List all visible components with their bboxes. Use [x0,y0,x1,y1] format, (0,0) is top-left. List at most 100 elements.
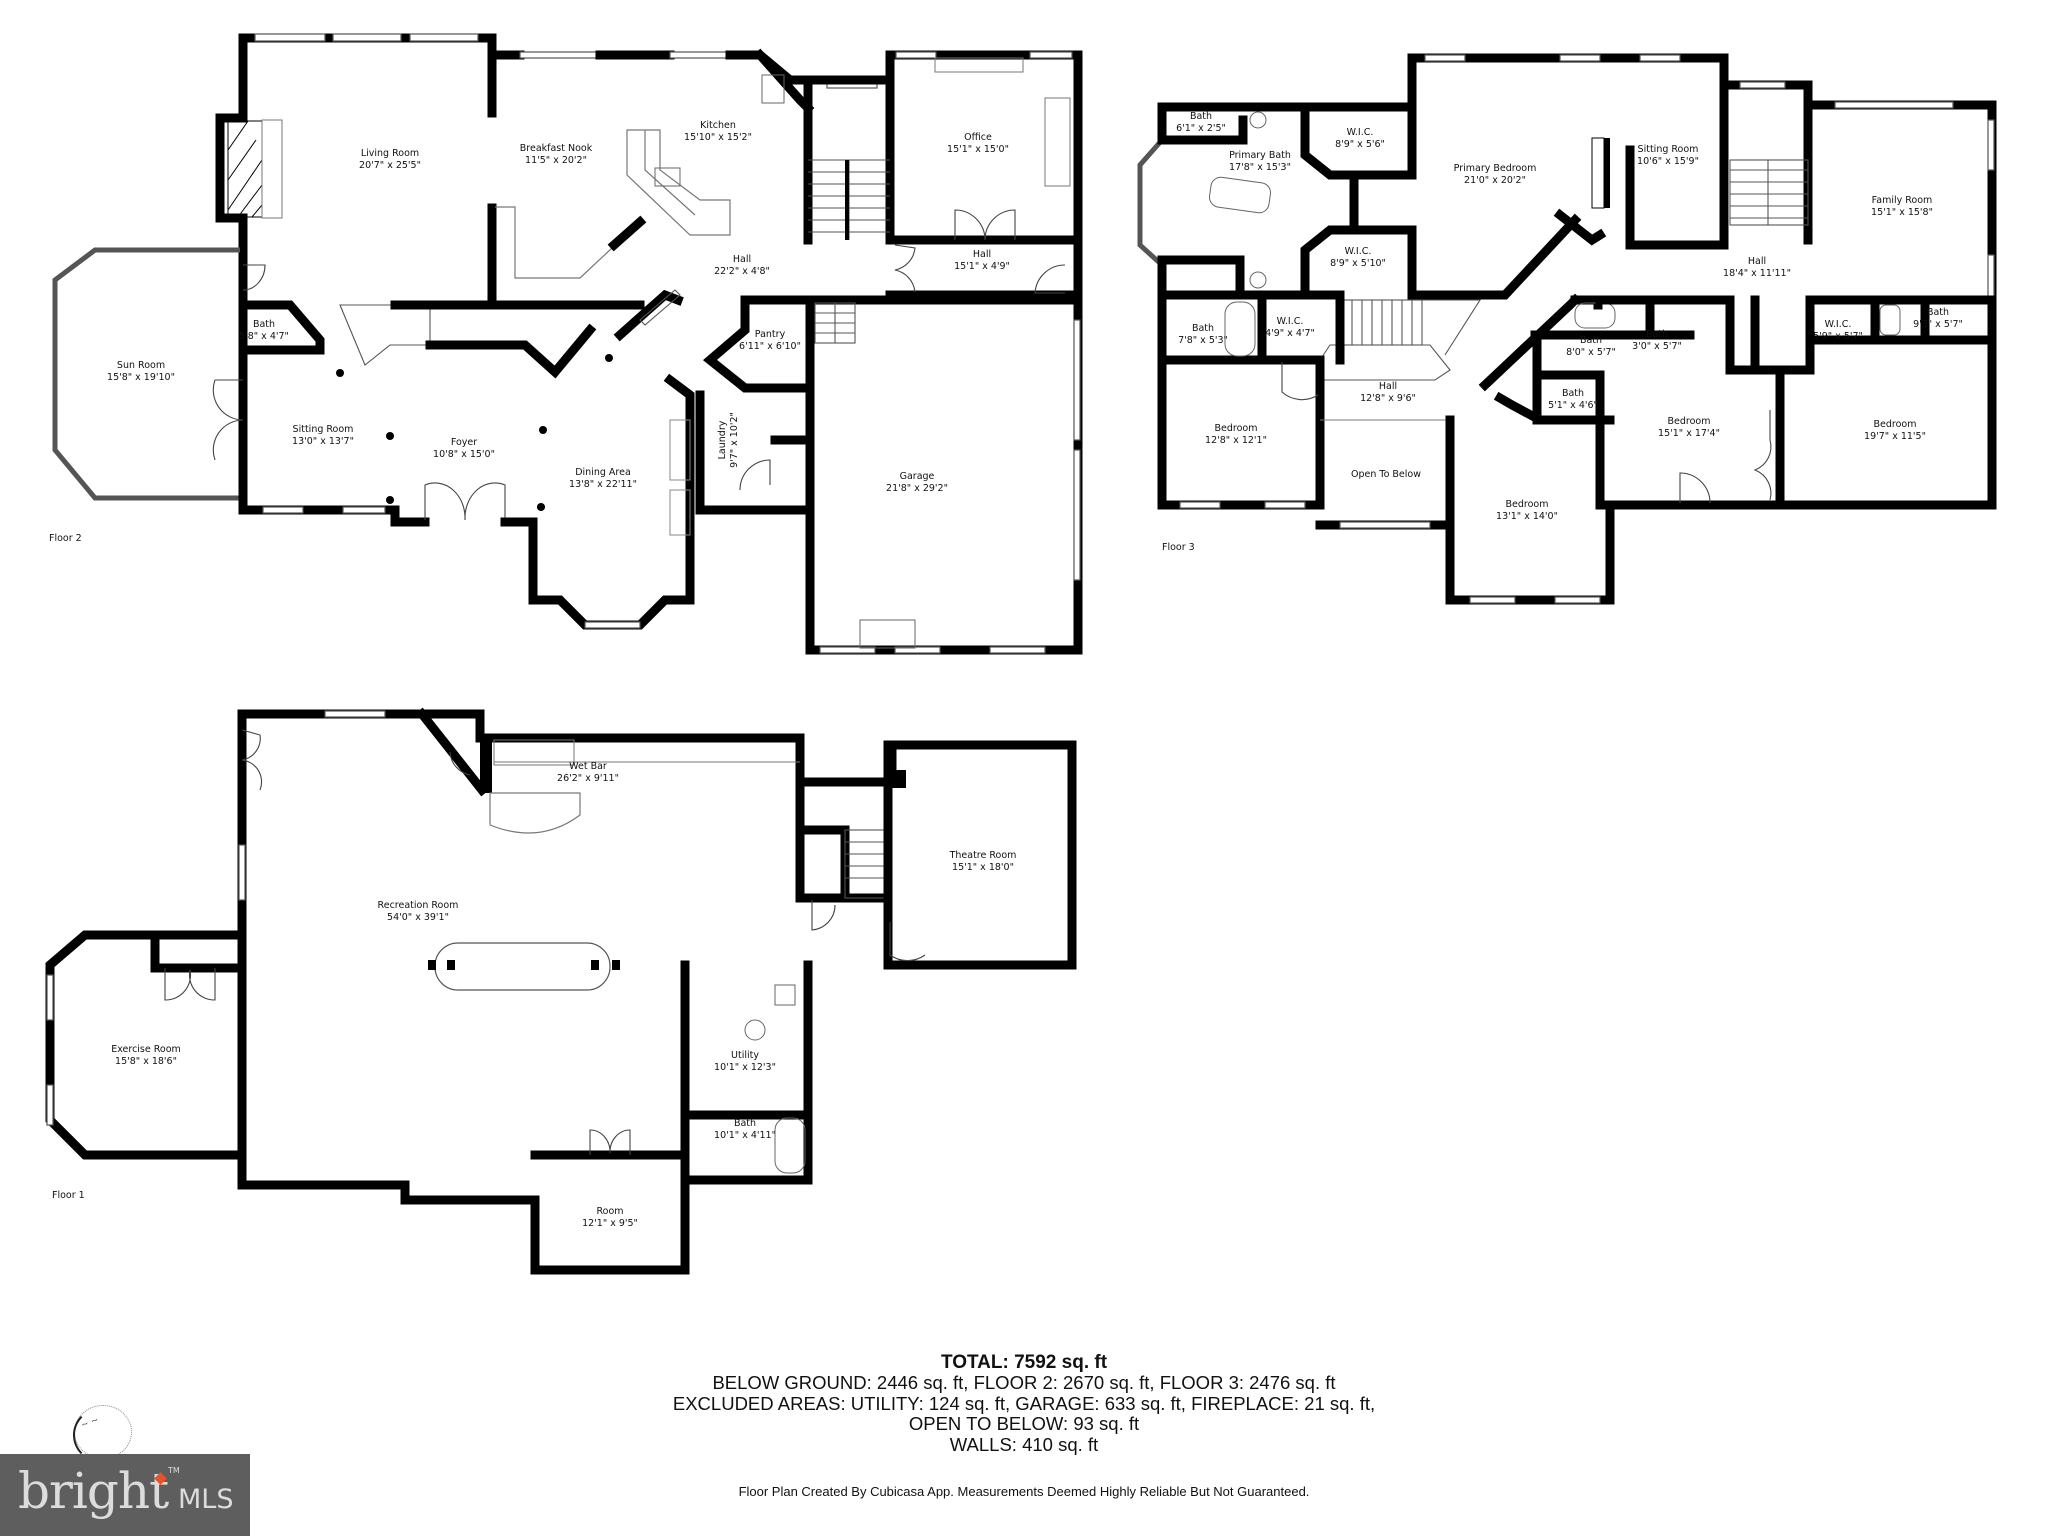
room-name: Laundry [717,420,728,460]
room-dims: 10'1" x 12'3" [714,1062,776,1073]
floor-2-plan [52,33,1083,655]
room-dims: 15'8" x 19'10" [107,372,175,383]
room-name: Bath [1645,329,1669,340]
logo-arc-icon [73,1408,127,1462]
room-dims: 20'7" x 25'5" [359,160,421,171]
agent-signature-logo: ~ ~ [73,1405,132,1462]
room-name: Bedroom [1873,419,1917,430]
room-name: Bedroom [1505,499,1549,510]
room-dims: 15'1" x 17'4" [1658,428,1720,439]
room-dims: 15'8" x 18'6" [115,1056,177,1067]
disclaimer: Floor Plan Created By Cubicasa App. Meas… [738,1484,1310,1499]
room-dims: 21'8" x 29'2" [886,483,948,494]
bright-mls-logo: bright TM MLS [0,1454,250,1536]
room-name: Recreation Room [377,900,459,911]
total-area: TOTAL: 7592 sq. ft [940,1352,1108,1373]
room-dims: 5'9" x 5'7" [1813,331,1863,342]
room-name: Bedroom [1214,423,1258,434]
room-name: W.I.C. [1346,127,1374,138]
room-dims: 7'8" x 5'3" [1178,335,1228,346]
room-name: Utility [731,1050,759,1061]
room-dims: 15'1" x 18'0" [952,862,1014,873]
room-name: Pantry [754,329,786,340]
room-dims: 18'4" x 11'11" [1723,268,1791,279]
room-name: Dining Area [575,467,631,478]
room-name: Garage [899,471,935,482]
room-name: Sitting Room [1637,144,1699,155]
room-dims: 8'9" x 5'6" [1335,139,1385,150]
floor-3-plan [1137,53,1997,605]
room-dims: 3'0" x 5'7" [1632,341,1682,352]
room-dims: 10'1" x 4'11" [714,1130,776,1141]
room-dims: 12'1" x 9'5" [582,1218,638,1229]
room-name: Hall [972,249,992,260]
room-dims: 5'1" x 4'6" [1548,400,1598,411]
walls-area: WALLS: 410 sq. ft [949,1433,1099,1455]
room-name: Bath [1189,111,1213,122]
room-label-wic: W.I.C.8'9" x 5'6" [1335,127,1385,151]
open-to-below-area: OPEN TO BELOW: 93 sq. ft [908,1413,1140,1434]
room-name: W.I.C. [1824,319,1852,330]
room-name: Living Room [360,148,420,159]
room-dims: 54'0" x 39'1" [387,912,449,923]
room-dims: 21'0" x 20'2" [1464,175,1526,186]
room-dims: 8'0" x 5'7" [1566,347,1616,358]
room-name: Foyer [450,437,478,448]
room-dims: 6'11" x 6'10" [739,341,801,352]
room-dims: 15'1" x 15'8" [1871,207,1933,218]
room-name: Wet Bar [569,761,607,772]
room-dims: 10'6" x 15'9" [1637,156,1699,167]
room-name: Hall [732,254,752,265]
logo-wordmark: bright [18,1462,169,1520]
room-dims: 26'2" x 9'11" [557,773,619,784]
room-name: Breakfast Nook [519,143,593,154]
room-name: Theatre Room [949,850,1017,861]
floor-areas: BELOW GROUND: 2446 sq. ft, FLOOR 2: 2670… [712,1372,1336,1393]
room-name: Bath [252,319,276,330]
room-label-open-to-below: Open To Below [1351,469,1421,481]
room-label-wic-3: W.I.C.4'9" x 4'7" [1265,316,1315,340]
room-name: Sitting Room [292,424,354,435]
room-dims: 19'7" x 11'5" [1864,431,1926,442]
room-label-wic-4: W.I.C.5'9" x 5'7" [1813,319,1863,343]
room-dims: 5'8" x 4'7" [239,331,289,342]
room-name: Hall [1747,256,1767,267]
room-name: W.I.C. [1344,246,1372,257]
room-name: Primary Bedroom [1453,163,1537,174]
room-name: Office [964,132,992,143]
logo-trademark: TM [168,1466,180,1475]
room-dims: 15'1" x 15'0" [947,144,1009,155]
room-name: Exercise Room [111,1044,181,1055]
room-dims: 12'8" x 9'6" [1360,393,1416,404]
room-name: Kitchen [700,120,736,131]
room-name: Family Room [1871,195,1933,206]
area-summary: TOTAL: 7592 sq. ft BELOW GROUND: 2446 sq… [0,1352,2048,1455]
room-name: Bath [1191,323,1215,334]
room-name: Sun Room [116,360,166,371]
room-dims: 11'5" x 20'2" [525,155,587,166]
floor-1-plan [45,707,1077,1275]
